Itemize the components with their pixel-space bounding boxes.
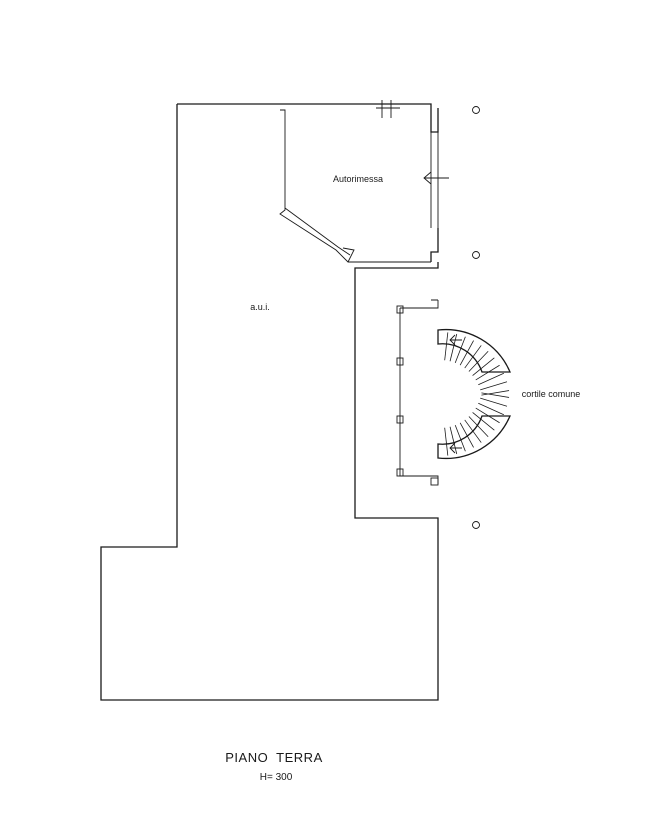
- stair-tread: [444, 427, 449, 456]
- stair-tread: [459, 422, 474, 448]
- stair-tread: [454, 336, 466, 364]
- column-marker: [472, 521, 480, 529]
- plan-height: H= 300: [260, 772, 293, 783]
- pilaster: [430, 477, 439, 486]
- stair-tread: [472, 357, 495, 376]
- outer-wall: [100, 103, 439, 701]
- room-label-garage: Autorimessa: [333, 174, 383, 184]
- stair-tread: [478, 402, 504, 416]
- garage-opening: [430, 132, 439, 228]
- stair-tread: [478, 372, 504, 386]
- pilaster: [396, 415, 404, 424]
- stair-tread: [481, 392, 510, 398]
- pilaster: [396, 305, 404, 314]
- stair-tread: [449, 426, 458, 455]
- garage-wall-inner: [284, 207, 351, 256]
- stair-tread: [444, 332, 449, 361]
- stair-tread: [480, 397, 508, 407]
- stair-upper: [437, 328, 511, 396]
- room-label-courtyard: cortile comune: [522, 389, 581, 399]
- stair-tread: [464, 419, 482, 443]
- stair-lower: [437, 392, 511, 460]
- stair-tread: [449, 333, 458, 362]
- stair-tread: [472, 412, 495, 431]
- column-marker: [472, 106, 480, 114]
- stair-tread: [468, 350, 489, 372]
- pilaster: [396, 357, 404, 366]
- vent-symbol: [376, 100, 400, 118]
- stair-tread: [480, 381, 508, 391]
- stair-tread: [481, 390, 510, 396]
- room-label-useful-area: a.u.i.: [250, 302, 270, 312]
- portico-wall: [399, 299, 439, 484]
- column-marker: [472, 251, 480, 259]
- plan-title: PIANO TERRA: [225, 750, 323, 765]
- stair-tread: [454, 424, 466, 452]
- stair-tread: [464, 345, 482, 369]
- stair-tread: [468, 416, 489, 438]
- stair-tread: [475, 407, 500, 424]
- garage-wall: [279, 109, 431, 263]
- stair-tread: [459, 340, 474, 366]
- entrance-arrow: [423, 171, 449, 185]
- garage-door-marker: [342, 247, 355, 263]
- pilaster: [396, 468, 404, 477]
- stair-tread: [475, 364, 500, 381]
